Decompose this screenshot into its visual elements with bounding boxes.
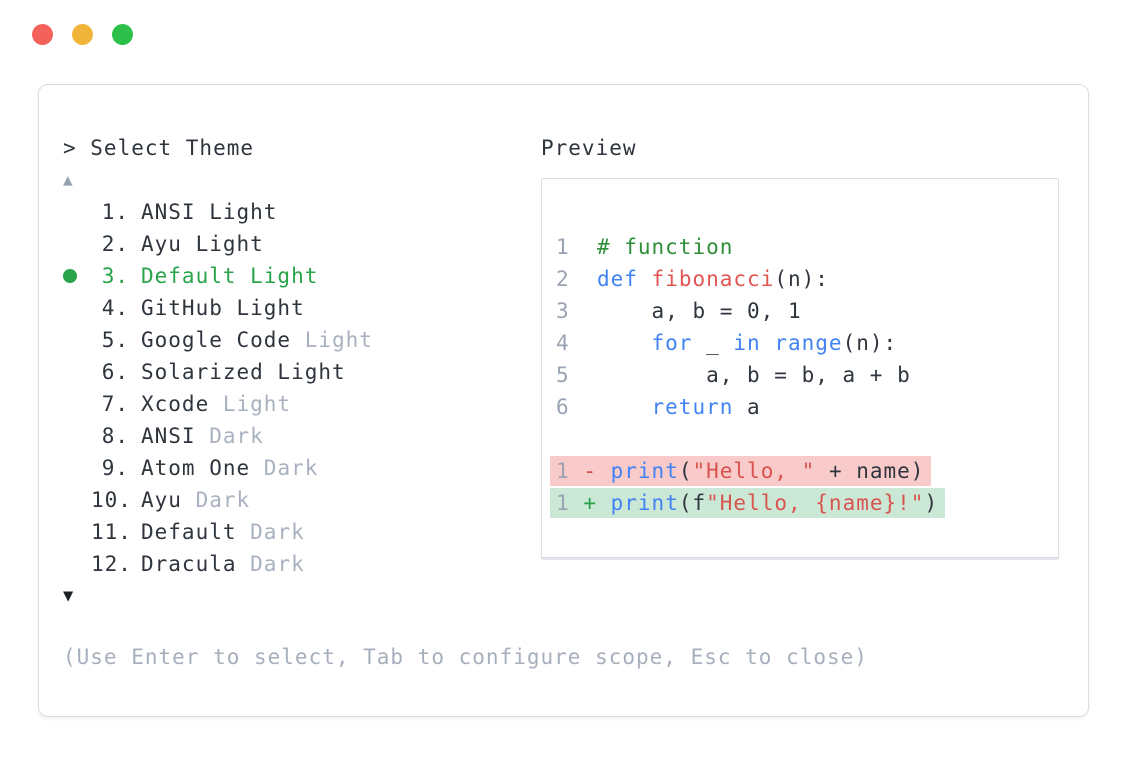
minimize-button[interactable] [72, 24, 93, 45]
preview-title: Preview [541, 136, 637, 160]
line-number: 1 [556, 491, 570, 515]
item-label: Default Light [141, 264, 319, 288]
item-label: Ayu Dark [141, 488, 251, 512]
item-label: Google Code Light [141, 328, 373, 352]
item-gutter [63, 548, 91, 580]
item-variant: Dark [181, 488, 251, 512]
code-preview-box: 1 # function 2 def fibonacci(n): 3 a, b = … [541, 178, 1059, 558]
item-label: ANSI Dark [141, 424, 264, 448]
item-variant: Dark [250, 456, 319, 480]
theme-item-atom-one-dark[interactable]: 9. Atom One Dark [63, 452, 541, 484]
diff-added-line: 1 + print(f"Hello, {name}!") [550, 488, 946, 518]
code-line: 6 return a [556, 395, 761, 419]
selected-bullet-icon [63, 269, 77, 283]
line-number: 1 [556, 235, 570, 259]
item-variant: Light [209, 392, 292, 416]
item-number: 6. [101, 360, 129, 384]
code-line: 2 def fibonacci(n): [556, 267, 829, 291]
code-line: 1 + print(f"Hello, {name}!") [550, 487, 1058, 519]
line-number: 6 [556, 395, 570, 419]
diff-removed-line: 1 - print("Hello, " + name) [550, 456, 932, 486]
item-number: 1. [101, 200, 129, 224]
theme-item-ansi-light[interactable]: 1. ANSI Light [63, 196, 541, 228]
theme-item-default-dark[interactable]: 11. Default Dark [63, 516, 541, 548]
theme-selector-window: > Select Theme ▲ 1. ANSI Light 2. Ayu Light… [38, 84, 1089, 717]
item-label: ANSI Light [141, 200, 278, 224]
item-gutter [63, 324, 91, 356]
help-text: (Use Enter to select, Tab to configure s… [63, 645, 868, 669]
line-number: 3 [556, 299, 570, 323]
item-label: Atom One Dark [141, 456, 319, 480]
item-number: 9. [101, 456, 129, 480]
theme-item-ayu-dark[interactable]: 10. Ayu Dark [63, 484, 541, 516]
zoom-button[interactable] [112, 24, 133, 45]
item-number: 3. [101, 264, 129, 288]
item-gutter [63, 452, 91, 484]
code-line: 4 for _ in range(n): [556, 331, 898, 355]
main-content: > Select Theme ▲ 1. ANSI Light 2. Ayu Light… [63, 132, 1062, 612]
theme-item-dracula-dark[interactable]: 12. Dracula Dark [63, 548, 541, 580]
theme-item-default-light[interactable]: 3. Default Light [63, 260, 541, 292]
item-gutter [63, 356, 91, 388]
theme-item-github-light[interactable]: 4. GitHub Light [63, 292, 541, 324]
line-number: 1 [556, 459, 570, 483]
item-gutter [63, 420, 91, 452]
item-gutter [63, 260, 91, 292]
item-label: Default Dark [141, 520, 305, 544]
item-number: 12. [91, 552, 132, 576]
item-variant: Dark [236, 552, 305, 576]
line-number: 4 [556, 331, 570, 355]
item-gutter [63, 388, 91, 420]
item-variant: Light [291, 328, 373, 352]
preview-panel: Preview 1 # function 2 def fibonacci(n): 3… [541, 132, 1064, 612]
item-label: Dracula Dark [141, 552, 305, 576]
item-gutter [63, 484, 91, 516]
theme-item-solarized-light[interactable]: 6. Solarized Light [63, 356, 541, 388]
close-button[interactable] [32, 24, 53, 45]
item-number: 8. [101, 424, 129, 448]
item-variant: Dark [236, 520, 305, 544]
theme-item-ayu-light[interactable]: 2. Ayu Light [63, 228, 541, 260]
window-controls [32, 24, 133, 45]
theme-list: 1. ANSI Light 2. Ayu Light 3. Default Light 4.… [63, 196, 541, 580]
code-line: 5 a, b = b, a + b [556, 363, 911, 387]
code-line: 3 a, b = 0, 1 [556, 299, 802, 323]
item-gutter [63, 196, 91, 228]
scroll-up-icon[interactable]: ▲ [63, 170, 74, 189]
theme-list-panel: > Select Theme ▲ 1. ANSI Light 2. Ayu Light… [63, 132, 541, 612]
item-variant: Dark [195, 424, 264, 448]
item-number: 10. [91, 488, 132, 512]
theme-item-xcode-light[interactable]: 7. Xcode Light [63, 388, 541, 420]
line-number: 2 [556, 267, 570, 291]
item-label: Solarized Light [141, 360, 346, 384]
item-label: GitHub Light [141, 296, 305, 320]
item-gutter [63, 516, 91, 548]
theme-item-ansi-dark[interactable]: 8. ANSI Dark [63, 420, 541, 452]
item-number: 4. [101, 296, 129, 320]
item-number: 11. [91, 520, 132, 544]
select-theme-prompt: > Select Theme [63, 136, 255, 160]
code-line: 1 - print("Hello, " + name) [550, 455, 1058, 487]
item-number: 5. [101, 328, 129, 352]
item-label: Ayu Light [141, 232, 264, 256]
item-gutter [63, 292, 91, 324]
item-label: Xcode Light [141, 392, 292, 416]
item-number: 7. [101, 392, 129, 416]
line-number: 5 [556, 363, 570, 387]
code-line: 1 # function [556, 235, 734, 259]
scroll-down-icon[interactable]: ▼ [63, 586, 75, 606]
item-gutter [63, 228, 91, 260]
theme-item-google-code-light[interactable]: 5. Google Code Light [63, 324, 541, 356]
item-number: 2. [101, 232, 129, 256]
code-line [556, 423, 1058, 455]
